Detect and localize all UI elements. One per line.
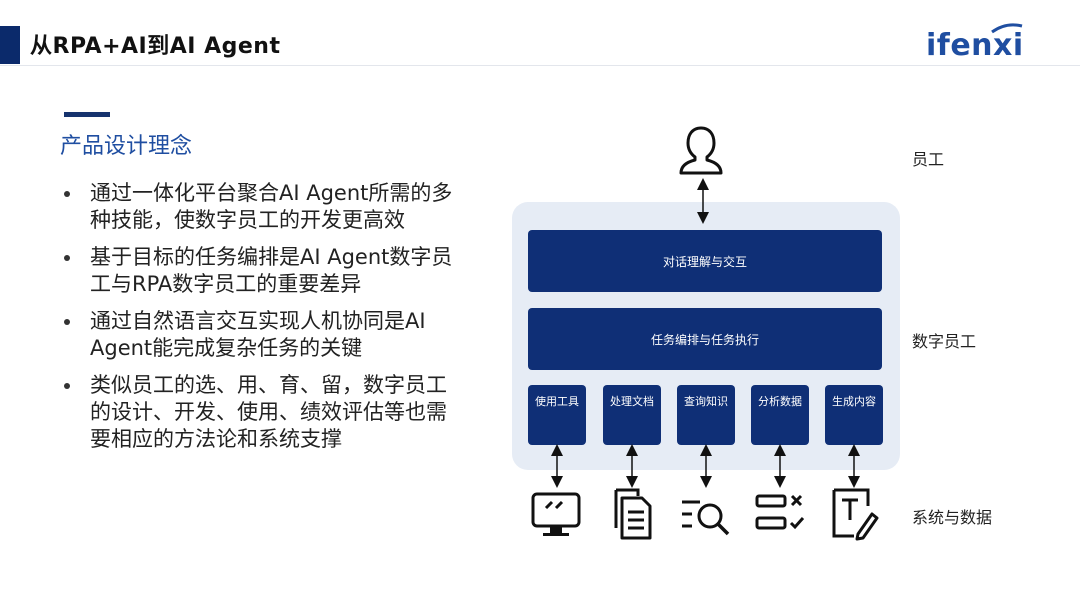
label-digital-employee: 数字员工 (912, 332, 977, 351)
search-list-icon (682, 500, 730, 536)
bullet-text: 通过一体化平台聚合AI Agent所需的多种技能，使数字员工的开发更高效 (90, 181, 453, 232)
document-icon (614, 488, 652, 540)
dialog-understanding-bar: 对话理解与交互 (528, 230, 882, 292)
slide-title: 从RPA+AI到AI Agent (30, 34, 281, 59)
text-edit-icon (832, 488, 879, 541)
skill-use-tools: 使用工具 (528, 385, 586, 445)
header-divider (0, 65, 1080, 66)
person-icon (679, 126, 723, 175)
skill-generate-content: 生成内容 (825, 385, 883, 445)
computer-icon (531, 492, 581, 536)
task-orchestration-bar: 任务编排与任务执行 (528, 308, 882, 370)
header-accent-bar (0, 26, 20, 64)
bullet-item: 类似员工的选、用、育、留，数字员工的设计、开发、使用、绩效评估等也需要相应的方法… (62, 372, 462, 453)
skill-process-docs: 处理文档 (603, 385, 661, 445)
bullet-text: 类似员工的选、用、育、留，数字员工的设计、开发、使用、绩效评估等也需要相应的方法… (90, 373, 447, 451)
bullet-list: 通过一体化平台聚合AI Agent所需的多种技能，使数字员工的开发更高效 基于目… (62, 180, 462, 463)
bullet-item: 通过自然语言交互实现人机协同是AI Agent能完成复杂任务的关键 (62, 308, 462, 362)
checklist-icon (755, 494, 805, 530)
bullet-item: 通过一体化平台聚合AI Agent所需的多种技能，使数字员工的开发更高效 (62, 180, 462, 234)
bullet-item: 基于目标的任务编排是AI Agent数字员工与RPA数字员工的重要差异 (62, 244, 462, 298)
bullet-text: 基于目标的任务编排是AI Agent数字员工与RPA数字员工的重要差异 (90, 245, 453, 296)
logo-swoosh-icon (991, 23, 1023, 34)
skill-analyze-data: 分析数据 (751, 385, 809, 445)
slide-header: 从RPA+AI到AI Agent ifenxi (0, 0, 1080, 66)
bullet-dot-icon (64, 319, 70, 325)
label-system-data: 系统与数据 (912, 508, 993, 527)
brand-logo: ifenxi (926, 20, 1036, 64)
skill-query-knowledge: 查询知识 (677, 385, 735, 445)
subtitle-accent (64, 112, 110, 117)
bullet-dot-icon (64, 255, 70, 261)
bullet-text: 通过自然语言交互实现人机协同是AI Agent能完成复杂任务的关键 (90, 309, 426, 360)
logo-text: ifenxi (926, 28, 1024, 63)
bullet-dot-icon (64, 383, 70, 389)
label-employee: 员工 (912, 150, 945, 169)
bullet-dot-icon (64, 191, 70, 197)
section-subtitle: 产品设计理念 (60, 134, 193, 159)
